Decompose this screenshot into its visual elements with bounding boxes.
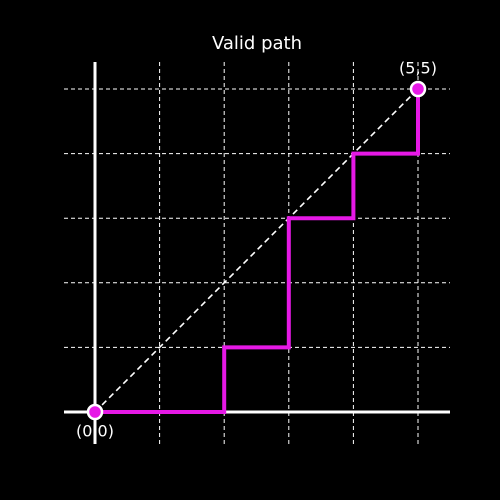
endpoint-marker <box>409 80 427 98</box>
diagram-title: Valid path <box>211 33 303 54</box>
endpoint-marker <box>86 403 104 421</box>
diagonal-reference-line <box>94 88 419 413</box>
lattice-path-line <box>95 89 420 414</box>
endpoint-label: (0,0) <box>76 422 114 441</box>
endpoint-label: (5,5) <box>399 59 437 78</box>
